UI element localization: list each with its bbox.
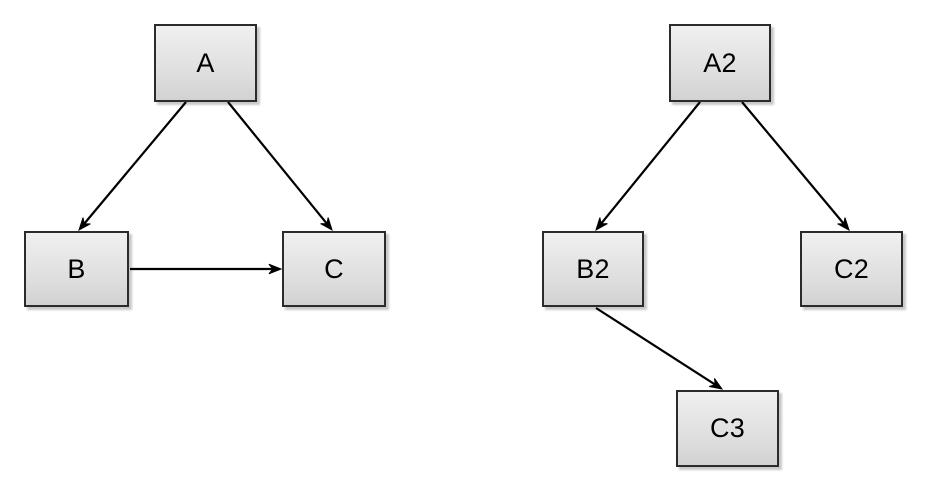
- edge-a-b[interactable]: [78, 101, 187, 232]
- arrowhead-icon: [595, 217, 608, 232]
- edge-line: [82, 101, 187, 226]
- node-c[interactable]: C: [282, 231, 386, 307]
- node-a[interactable]: A: [154, 24, 257, 102]
- edge-a-c[interactable]: [227, 101, 333, 232]
- edge-b2-c3[interactable]: [595, 307, 724, 390]
- node-label: A: [196, 47, 215, 78]
- edge-line: [741, 101, 846, 226]
- node-label: C3: [709, 413, 746, 443]
- node-label: A2: [703, 47, 737, 78]
- edge-line: [599, 101, 701, 226]
- edge-a2-c2[interactable]: [741, 101, 850, 232]
- node-label: B2: [576, 253, 610, 284]
- node-b[interactable]: B: [24, 231, 129, 307]
- node-c2[interactable]: C2: [800, 231, 903, 307]
- arrowhead-icon: [837, 217, 850, 232]
- arrowhead-icon: [78, 217, 91, 232]
- arrowhead-icon: [320, 217, 333, 232]
- node-label: C: [324, 253, 344, 284]
- node-c3[interactable]: C3: [676, 390, 779, 467]
- edge-line: [227, 101, 329, 226]
- node-b2[interactable]: B2: [542, 231, 644, 307]
- node-a2[interactable]: A2: [669, 24, 771, 102]
- arrowhead-icon: [709, 378, 724, 390]
- edge-a2-b2[interactable]: [595, 101, 701, 232]
- node-label: C2: [833, 253, 870, 284]
- edge-line: [595, 307, 717, 387]
- edge-b-c[interactable]: [130, 263, 283, 275]
- arrowhead-icon: [268, 263, 283, 275]
- node-label: B: [67, 253, 86, 284]
